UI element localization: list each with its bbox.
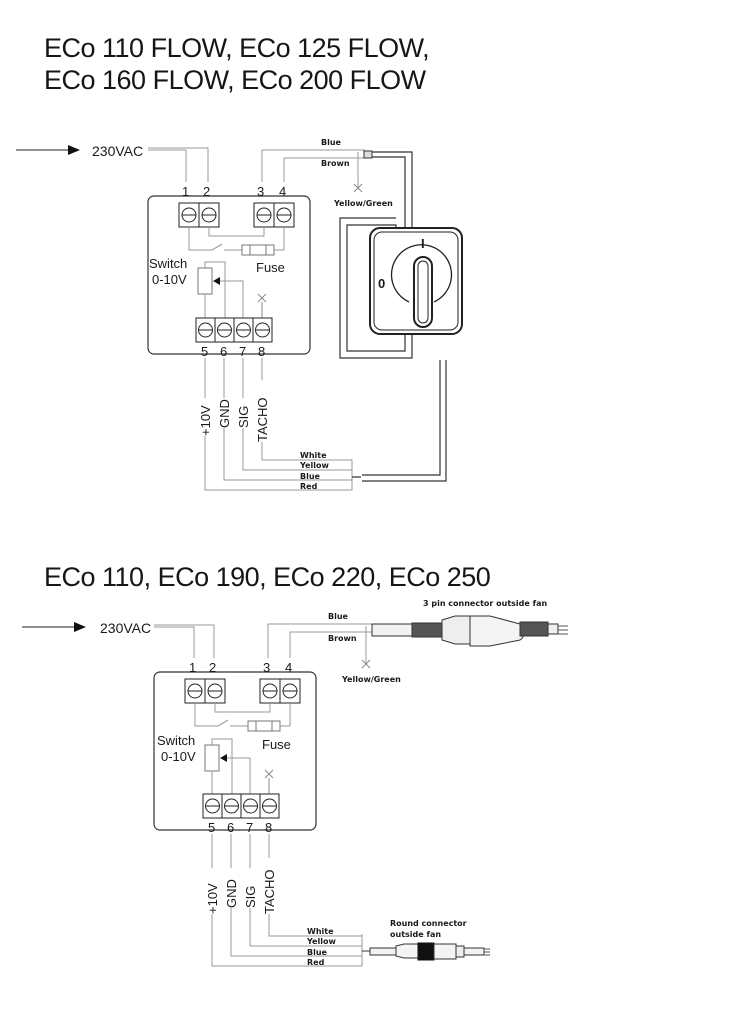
round-connector-icon [362,942,490,961]
rotary-off-label: 0 [378,276,385,291]
switch-label: Switch [149,256,187,271]
not-connected-icon [361,659,371,669]
wire-brown [283,157,365,182]
switch-label: Switch [157,733,195,748]
diagram1-title-line2: ECo 160 FLOW, ECo 200 FLOW [44,65,426,95]
terminal-block-top-left [184,678,226,704]
three-pin-connector-icon [371,615,568,647]
terminal-label-2: 2 [209,660,216,675]
terminal-block-top-right [259,678,301,704]
not-connected-icon [264,769,274,794]
switch-contact-icon [211,243,223,251]
terminal-label-5: 5 [201,344,208,359]
wire-label-white: White [300,451,327,460]
supply-label: 230VAC [92,143,143,159]
wire-label-brown: Brown [321,159,350,168]
wire-label-yellow: Yellow [299,461,329,470]
fuse-label: Fuse [262,737,291,752]
terminal-label-5: 5 [208,820,215,835]
not-connected-icon [353,183,363,193]
terminal-label-3: 3 [263,660,270,675]
diagram1: 230VAC Blue Brown Yellow/Green 1 2 3 4 [16,138,463,491]
signal-label-gnd: GND [224,879,239,908]
terminal-label-8: 8 [265,820,272,835]
diagram2: 230VAC Blue Brown Yellow/Green 3 pin con… [22,599,568,967]
wire-label-yellow-green: Yellow/Green [333,199,393,208]
diagram1-title-line1: ECo 110 FLOW, ECo 125 FLOW, [44,33,430,63]
switch-range-label: 0-10V [161,749,196,764]
wire-brown [289,631,372,658]
terminal-label-7: 7 [246,820,253,835]
terminal-block-bottom [195,317,273,343]
potentiometer-icon [204,738,251,794]
fuse-icon [241,244,275,256]
terminal-label-7: 7 [239,344,246,359]
terminal-label-4: 4 [279,184,286,199]
signal-label-sig: SIG [236,406,251,428]
terminal-block-top-left [178,202,220,228]
terminal-label-4: 4 [285,660,292,675]
terminal-block-top-right [253,202,295,228]
switch-contact-icon [217,719,229,727]
wire-blue [261,149,365,182]
wire-label-blue-signal: Blue [300,472,321,481]
power-cable [339,151,413,359]
terminal-label-6: 6 [220,344,227,359]
terminal-label-3: 3 [257,184,264,199]
wire-label-white: White [307,927,334,936]
signal-label-tacho: TACHO [255,397,270,442]
wire-label-red: Red [300,482,318,491]
signal-label-10v: +10V [205,883,220,914]
supply-label: 230VAC [100,620,151,636]
wire-blue [267,623,372,658]
wire-label-yellow-green: Yellow/Green [341,675,401,684]
signal-label-10v: +10V [198,405,213,436]
terminal-label-2: 2 [203,184,210,199]
supply-wire-l [148,149,187,182]
signal-label-sig: SIG [243,886,258,908]
terminal-label-6: 6 [227,820,234,835]
terminal-block-bottom [202,793,280,819]
terminal-label-1: 1 [182,184,189,199]
wire-label-yellow: Yellow [306,937,336,946]
terminal-label-8: 8 [258,344,265,359]
wire-label-brown: Brown [328,634,357,643]
round-connector-label-2: outside fan [390,930,441,939]
supply-wire-n [148,147,209,182]
power-connector-label: 3 pin connector outside fan [423,599,547,608]
not-connected-icon [257,293,267,318]
rotary-switch-icon [369,227,463,335]
signal-label-tacho: TACHO [262,869,277,914]
fuse-label: Fuse [256,260,285,275]
wire-label-blue: Blue [328,612,349,621]
terminal-label-1: 1 [189,660,196,675]
fuse-icon [247,720,281,732]
supply-arrow-icon [22,622,86,632]
potentiometer-icon [197,261,244,318]
round-connector-label: Round connector [390,919,467,928]
supply-arrow-icon [16,145,80,155]
signal-cable [362,360,447,482]
wire-label-blue-signal: Blue [307,948,328,957]
wire-label-red: Red [307,958,325,967]
diagram2-title: ECo 110, ECo 190, ECo 220, ECo 250 [44,562,491,592]
signal-label-gnd: GND [217,399,232,428]
wire-label-blue: Blue [321,138,342,147]
rotary-on-label: I [421,236,425,251]
switch-range-label: 0-10V [152,272,187,287]
